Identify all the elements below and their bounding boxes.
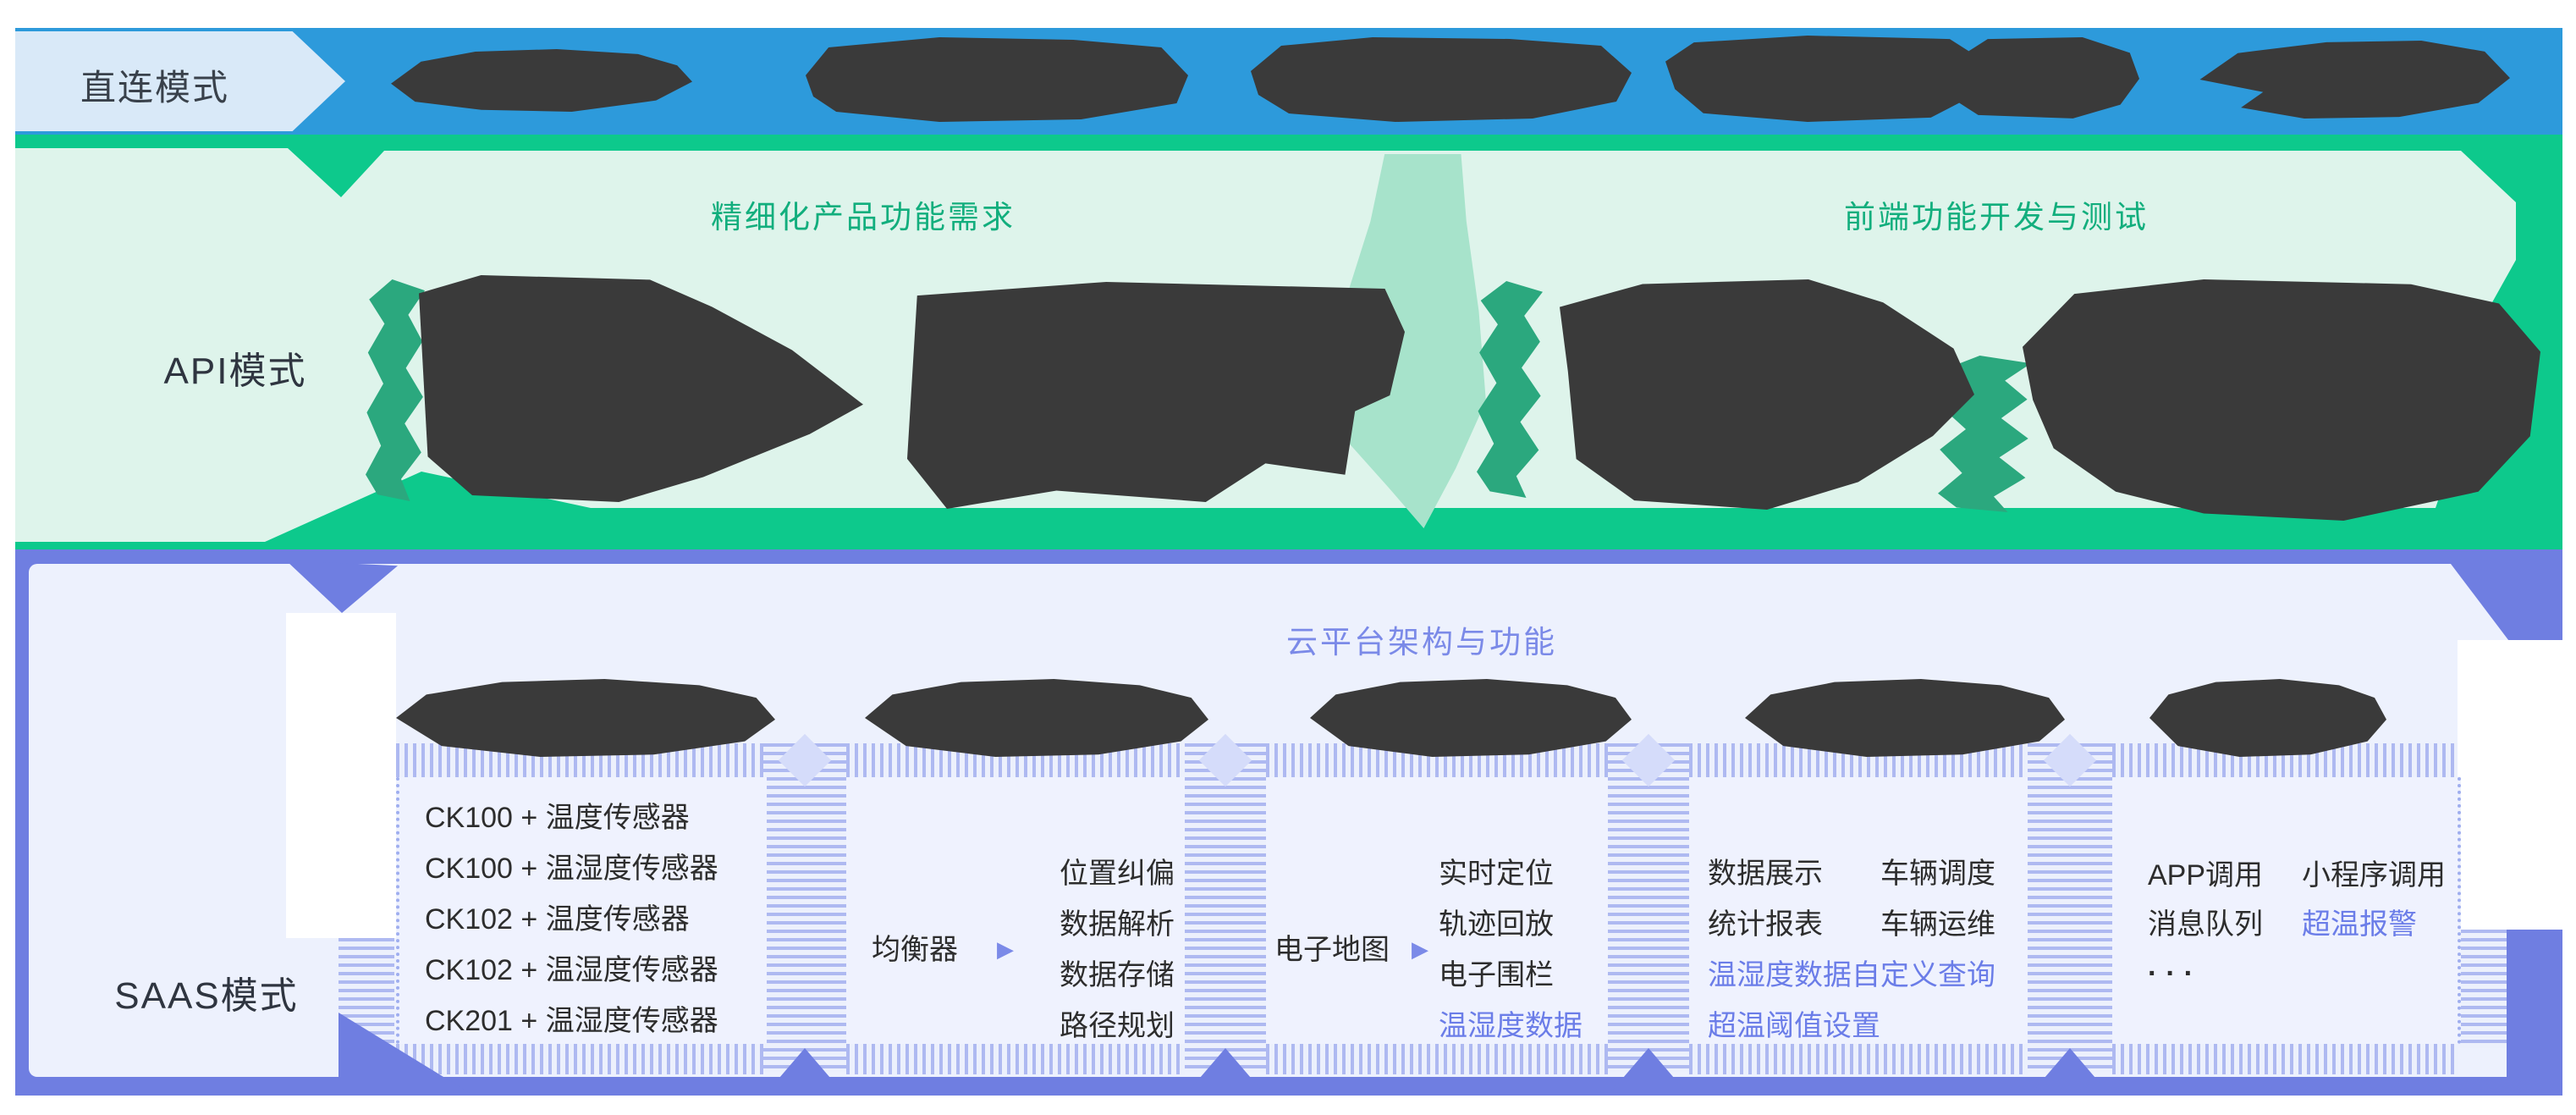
- api-right-title: 前端功能开发与测试: [1844, 200, 2149, 235]
- redacted-blob: [1665, 36, 2139, 122]
- redacted-column-header: [1310, 679, 1632, 757]
- map-item: 电子围栏: [1439, 959, 1554, 991]
- saas-column-open-interface: [2112, 777, 2461, 1044]
- device-item: CK102 + 温度传感器: [425, 903, 690, 936]
- redacted-column-header: [865, 679, 1208, 757]
- right-arrow-icon: ▶: [1412, 936, 1428, 962]
- platform-item-highlight: 超温阈值设置: [1708, 1010, 1880, 1042]
- map-lead: 电子地图: [1274, 934, 1390, 966]
- balancer-lead: 均衡器: [872, 934, 958, 966]
- tape-bottom: [846, 1044, 1185, 1074]
- tape-bottom: [396, 1044, 763, 1074]
- saas-corner-bottom-right: [2507, 930, 2549, 1077]
- saas-mode-label: SAAS模式: [114, 975, 299, 1017]
- map-item: 轨迹回放: [1439, 908, 1554, 941]
- interface-item: 小程序调用: [2302, 859, 2446, 891]
- api-left-title: 精细化产品功能需求: [711, 200, 1016, 235]
- redacted-blob: [391, 49, 692, 112]
- redacted-column-header: [2149, 679, 2386, 757]
- platform-item: 车辆运维: [1880, 908, 1995, 941]
- tape-divider: [1185, 743, 1266, 1072]
- interface-item-highlight: 超温报警: [2302, 908, 2417, 941]
- saas-column-devices: [396, 777, 767, 1044]
- tape-divider: [763, 743, 846, 1072]
- platform-item: 车辆调度: [1880, 858, 1995, 890]
- balancer-item: 位置纠偏: [1060, 858, 1175, 890]
- redacted-blob: [2199, 41, 2510, 119]
- redacted-column-header: [1745, 679, 2065, 757]
- whiteout-strip-right: [2458, 640, 2576, 930]
- api-mode-label: API模式: [163, 351, 307, 392]
- tape-divider: [1608, 743, 1689, 1072]
- saas-title: 云平台架构与功能: [1286, 625, 1557, 660]
- platform-item: 数据展示: [1708, 858, 1823, 890]
- right-arrow-icon: ▶: [997, 936, 1014, 962]
- whiteout-strip-left: [286, 613, 396, 938]
- interface-more: ···: [2148, 958, 2202, 990]
- saas-column-map: [1266, 777, 1608, 1044]
- device-item: CK201 + 温湿度传感器: [425, 1005, 718, 1037]
- map-item-highlight: 温湿度数据: [1439, 1010, 1582, 1042]
- balancer-item: 路径规划: [1060, 1010, 1175, 1042]
- tape-divider: [2028, 743, 2112, 1072]
- device-item: CK100 + 温度传感器: [425, 802, 690, 834]
- tape-side-right: [2458, 930, 2507, 1048]
- redacted-column-header: [396, 679, 775, 757]
- redacted-blob: [907, 282, 1405, 509]
- direct-mode-label: 直连模式: [80, 68, 229, 108]
- device-item: CK102 + 温湿度传感器: [425, 954, 718, 986]
- platform-item: 统计报表: [1708, 908, 1823, 941]
- interface-item: APP调用: [2148, 859, 2264, 891]
- redacted-blob: [1251, 37, 1632, 122]
- tape-bottom: [1689, 1044, 2028, 1074]
- tape-bottom: [2112, 1044, 2458, 1074]
- interface-item: 消息队列: [2148, 908, 2263, 941]
- redacted-blob: [2023, 279, 2540, 521]
- saas-column-platform: [1689, 777, 2028, 1044]
- saas-column-balancer: [846, 777, 1185, 1044]
- direct-mode-label-arrow: [15, 31, 345, 131]
- tape-bottom: [1266, 1044, 1608, 1074]
- map-item: 实时定位: [1439, 858, 1554, 890]
- balancer-item: 数据存储: [1060, 959, 1175, 991]
- balancer-item: 数据解析: [1060, 908, 1175, 941]
- device-item: CK100 + 温湿度传感器: [425, 853, 718, 885]
- redacted-blob: [806, 37, 1188, 122]
- platform-item-highlight: 温湿度数据自定义查询: [1708, 959, 1995, 991]
